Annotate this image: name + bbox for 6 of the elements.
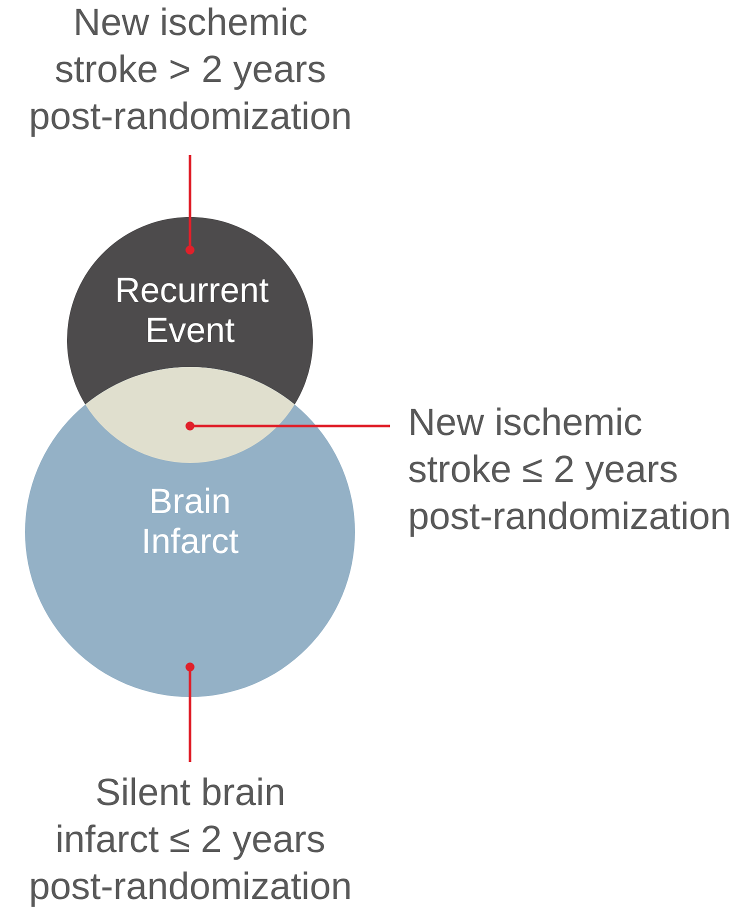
leader-line — [186, 662, 194, 762]
annotation-text: Silent brain infarct ≤ 2 years post-randomization — [26, 770, 354, 911]
annotation-text: New ischemic stroke > 2 years post-randomization — [26, 0, 354, 141]
leader-line — [186, 155, 194, 254]
annotation-text: New ischemic stroke ≤ 2 years post-randomization — [408, 400, 736, 540]
leader-line — [186, 422, 390, 430]
